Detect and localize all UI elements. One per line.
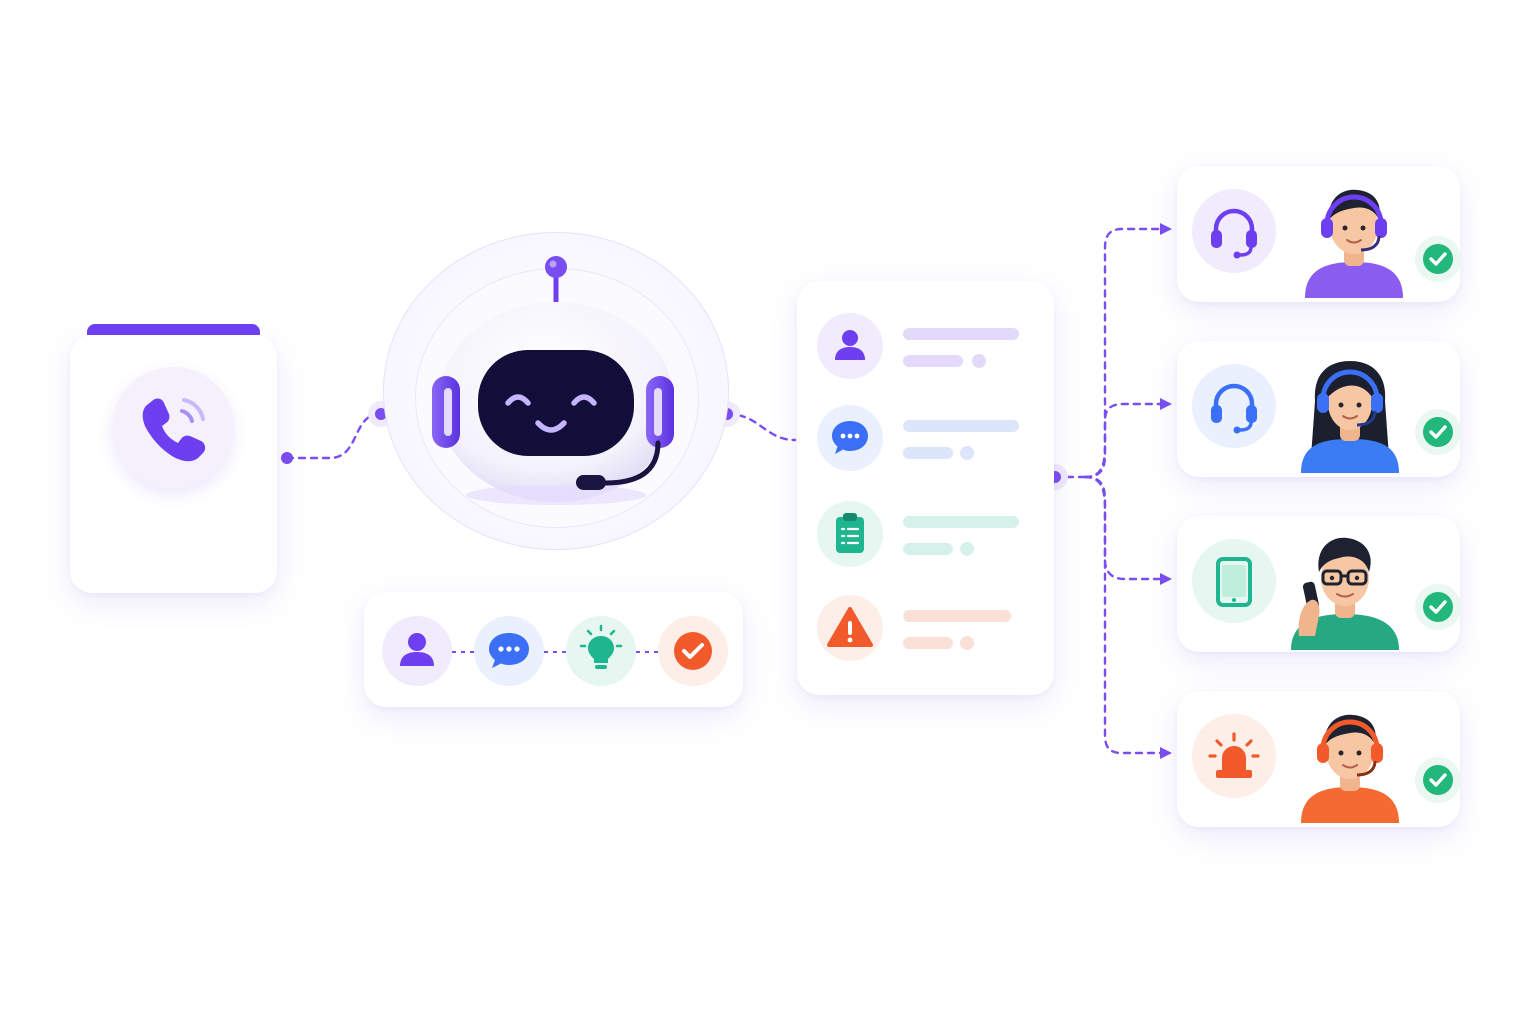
class-row-notes [797, 501, 1054, 571]
placeholder-dot [960, 542, 974, 556]
class-row-user [797, 313, 1054, 383]
agent-1-channel-badge [1192, 189, 1276, 273]
arrow-head-1 [1160, 223, 1172, 235]
warning-icon [827, 607, 873, 647]
user-icon [835, 330, 865, 360]
phone-icon-badge [112, 367, 234, 489]
check-icon [1423, 765, 1453, 795]
branch-agent-2 [1083, 402, 1164, 479]
call-card [70, 324, 277, 593]
class-alert-badge [817, 595, 883, 661]
agent-1-status [1415, 236, 1461, 282]
agent-3-status [1415, 584, 1461, 630]
step-idea [566, 616, 636, 686]
placeholder-line-short [903, 543, 953, 555]
step-resolved [658, 616, 728, 686]
headset-icon [1211, 383, 1257, 434]
headset-icon [1211, 208, 1257, 259]
arrow-head-2 [1160, 398, 1172, 410]
class-row-chat [797, 405, 1054, 475]
class-notes-badge [817, 501, 883, 567]
user-icon [400, 633, 434, 666]
classification-panel [797, 281, 1054, 695]
agent-4-status [1415, 757, 1461, 803]
agent-card-1 [1177, 166, 1461, 302]
tablet-icon [1216, 557, 1252, 607]
placeholder-line [903, 328, 1019, 340]
arrow-head-4 [1160, 747, 1172, 759]
placeholder-line-short [903, 355, 963, 367]
placeholder-dot [960, 636, 974, 650]
placeholder-line-short [903, 447, 953, 459]
agent-avatar-4 [1301, 714, 1399, 823]
placeholder-line [903, 610, 1011, 622]
chat-bubble-icon [489, 633, 529, 668]
branch-agent-3 [1083, 475, 1164, 581]
check-icon [1423, 244, 1453, 274]
phone-icon [142, 398, 206, 462]
branch-agent-1 [1083, 227, 1164, 479]
agent-3-channel-badge [1192, 539, 1276, 623]
agent-card-3 [1177, 516, 1461, 652]
agent-4-channel-badge [1192, 714, 1276, 798]
check-icon [1423, 417, 1453, 447]
dot-call [281, 452, 293, 464]
alarm-siren-icon [1208, 732, 1260, 778]
process-steps-card [364, 592, 743, 707]
branch-agent-4 [1083, 475, 1164, 755]
class-row-alert [797, 595, 1054, 665]
placeholder-dot [972, 354, 986, 368]
class-user-badge [817, 313, 883, 379]
agent-avatar-3 [1291, 537, 1399, 650]
robot-icon [432, 256, 674, 505]
call-card-top-bar [87, 324, 260, 335]
headset-icon [432, 376, 674, 490]
agent-card-2 [1177, 341, 1461, 477]
connector-call-to-bot [285, 412, 382, 460]
agent-2-channel-badge [1192, 364, 1276, 448]
step-user [382, 616, 452, 686]
check-icon [1423, 592, 1453, 622]
process-steps-connectors [452, 651, 660, 653]
connector-bot-to-panel [725, 412, 797, 442]
lightbulb-icon [579, 624, 623, 669]
agent-2-status [1415, 409, 1461, 455]
agent-avatar-2 [1301, 361, 1399, 473]
placeholder-dot [960, 446, 974, 460]
chat-bubble-icon [832, 421, 868, 454]
arrow-head-3 [1160, 573, 1172, 585]
agent-avatar-1 [1305, 189, 1403, 298]
sound-wave-icon [91, 515, 259, 557]
class-chat-badge [817, 405, 883, 471]
placeholder-line-short [903, 637, 953, 649]
clipboard-icon [836, 513, 864, 553]
placeholder-line [903, 420, 1019, 432]
placeholder-line [903, 516, 1019, 528]
step-chat [474, 616, 544, 686]
check-circle-icon [674, 632, 712, 670]
agent-card-4 [1177, 691, 1461, 827]
